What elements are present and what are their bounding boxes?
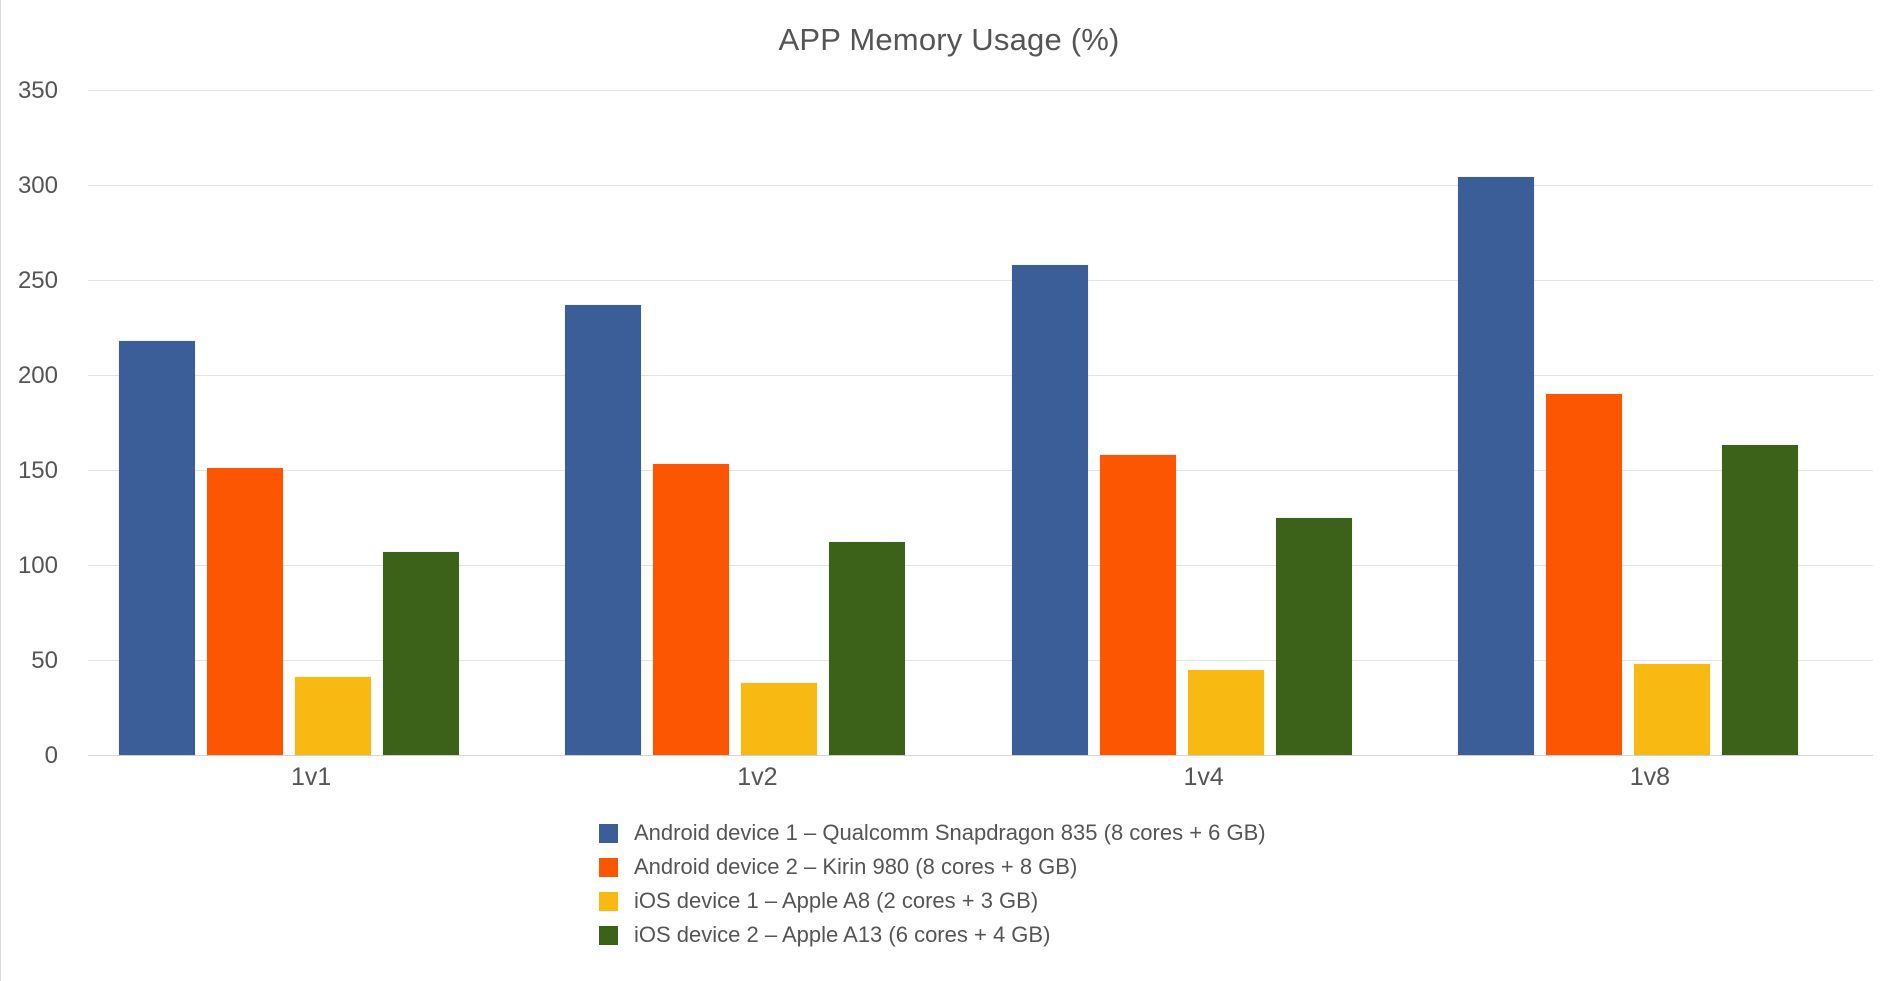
bar[interactable] [1011, 264, 1088, 755]
bar-slot [829, 90, 906, 755]
legend-item[interactable]: iOS device 2 – Apple A13 (6 cores + 4 GB… [599, 922, 1299, 948]
bar[interactable] [207, 468, 284, 755]
bar[interactable] [1457, 177, 1534, 755]
bar-group: 1v1 [88, 90, 534, 791]
legend-swatch-icon [599, 823, 618, 843]
legend-label: Android device 1 – Qualcomm Snapdragon 8… [634, 820, 1266, 845]
bar-slot [1457, 90, 1534, 755]
legend-label: iOS device 1 – Apple A8 (2 cores + 3 GB) [634, 888, 1039, 913]
legend-swatch-icon [599, 925, 618, 945]
bar-group-bars [1427, 90, 1873, 755]
x-axis-category-label: 1v2 [737, 763, 778, 791]
bar[interactable] [383, 551, 460, 755]
bar[interactable] [653, 464, 730, 755]
bar-slot [383, 90, 460, 755]
bar-groups: 1v1 1v2 1v4 1v8 [88, 90, 1873, 791]
bar[interactable] [565, 304, 642, 755]
gridline [88, 280, 1873, 281]
gridline [88, 90, 1873, 91]
bar[interactable] [1721, 445, 1798, 755]
bar[interactable] [1545, 394, 1622, 755]
y-axis-tick-label: 50 [31, 647, 58, 674]
y-axis-tick-label: 250 [17, 267, 58, 294]
bar-slot [295, 90, 372, 755]
bar-slot [1187, 90, 1264, 755]
gridline [88, 755, 1873, 756]
gridline [88, 470, 1873, 471]
bar-slot [653, 90, 730, 755]
bar-group: 1v8 [1427, 90, 1873, 791]
bar-slot [1011, 90, 1088, 755]
gridline [88, 375, 1873, 376]
y-axis: 350 300 250 200 150 100 50 0 [18, 77, 1873, 769]
bar[interactable] [119, 340, 196, 755]
bar-slot [1633, 90, 1710, 755]
legend-label: iOS device 2 – Apple A13 (6 cores + 4 GB… [634, 922, 1051, 947]
chart-legend: Android device 1 – Qualcomm Snapdragon 8… [0, 820, 1898, 956]
bar[interactable] [741, 682, 818, 755]
y-axis-tick-label: 300 [17, 172, 58, 199]
bar-slot [1275, 90, 1352, 755]
bar-slot [207, 90, 284, 755]
legend-item[interactable]: Android device 1 – Qualcomm Snapdragon 8… [599, 820, 1299, 846]
y-axis-tick-label: 0 [44, 742, 58, 769]
bar[interactable] [829, 542, 906, 755]
gridline [88, 565, 1873, 566]
bar[interactable] [1099, 454, 1176, 755]
bar[interactable] [1275, 517, 1352, 755]
bar-slot [1721, 90, 1798, 755]
gridline [88, 660, 1873, 661]
y-axis-tick-label: 150 [17, 457, 58, 484]
y-axis-tick-label: 100 [17, 552, 58, 579]
legend-swatch-icon [599, 891, 618, 911]
y-axis-tick-label: 200 [17, 362, 58, 389]
legend-item[interactable]: Android device 2 – Kirin 980 (8 cores + … [599, 854, 1299, 880]
legend-item[interactable]: iOS device 1 – Apple A8 (2 cores + 3 GB) [599, 888, 1299, 914]
plot-area [88, 90, 1873, 756]
bar-group-bars [981, 90, 1427, 755]
legend-swatch-icon [599, 857, 618, 877]
bar-group: 1v4 [981, 90, 1427, 791]
x-axis-category-label: 1v8 [1629, 763, 1671, 791]
bar-group: 1v2 [534, 90, 980, 791]
bar-slot [565, 90, 642, 755]
bar-group-bars [534, 90, 980, 755]
gridline [88, 185, 1873, 186]
bar[interactable] [1633, 663, 1710, 755]
bar[interactable] [295, 677, 372, 755]
x-axis-category-label: 1v1 [290, 763, 332, 791]
x-axis-category-label: 1v4 [1183, 763, 1224, 791]
bar-group-bars [88, 90, 534, 755]
chart-title: APP Memory Usage (%) [778, 22, 1120, 57]
bar-slot [1545, 90, 1622, 755]
bar-slot [119, 90, 196, 755]
legend-label: Android device 2 – Kirin 980 (8 cores + … [634, 854, 1078, 879]
bar[interactable] [1187, 669, 1264, 755]
bar-slot [1099, 90, 1176, 755]
bar-slot [741, 90, 818, 755]
y-axis-tick-label: 350 [17, 77, 58, 104]
